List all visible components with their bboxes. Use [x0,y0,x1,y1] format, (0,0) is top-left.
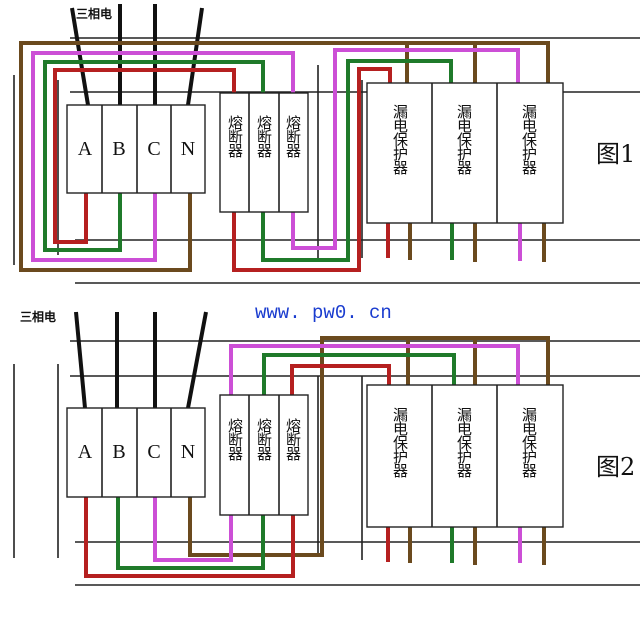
phase-c-wire [153,344,520,562]
fuse-label: 熔断器 [226,115,244,157]
rcd-label: 漏电保护器 [455,104,473,174]
source-label: 三相电 [20,310,57,324]
fuse-label: 熔断器 [284,115,302,157]
source-label: 三相电 [76,7,113,21]
rcd-label: 漏电保护器 [520,407,538,477]
fuse-label: 熔断器 [255,115,273,157]
figure-title: 图2 [596,453,636,481]
terminal-b-label: B [112,138,126,160]
phase-b-wire [116,353,456,570]
phase-a-wire [53,67,392,272]
main-switch-box [66,104,206,194]
rcd-label: 漏电保护器 [391,104,409,174]
rcd-label: 漏电保护器 [455,407,473,477]
terminal-a-label: A [77,441,93,463]
fuse-label: 熔断器 [226,418,244,460]
phase-c-wire [31,48,520,262]
watermark-url: www. pw0. cn [255,302,392,324]
input-wires [70,4,204,106]
rcd-output-terminals [386,527,546,565]
fuse-label: 熔断器 [284,418,302,460]
input-wires [74,311,208,409]
terminal-n-label: N [180,441,196,463]
fuse-label: 熔断器 [255,418,273,460]
rcd-output-terminals [386,223,546,262]
figure-title: 图1 [596,140,636,168]
fuse-box [219,92,309,213]
rcd-box [366,384,564,528]
rcd-label: 漏电保护器 [520,104,538,174]
figure-2 [13,311,640,586]
terminal-c-label: C [147,441,161,463]
terminal-b-label: B [112,441,126,463]
figure-1 [13,4,640,284]
phase-a-wire [84,364,391,578]
main-switch-box [66,407,206,498]
rcd-label: 漏电保护器 [391,407,409,477]
phase-b-wire [43,59,453,262]
fuse-box [219,394,309,516]
rcd-box [366,82,564,224]
rails [13,340,640,586]
terminal-a-label: A [77,138,93,160]
terminal-n-label: N [180,138,196,160]
terminal-c-label: C [147,138,161,160]
